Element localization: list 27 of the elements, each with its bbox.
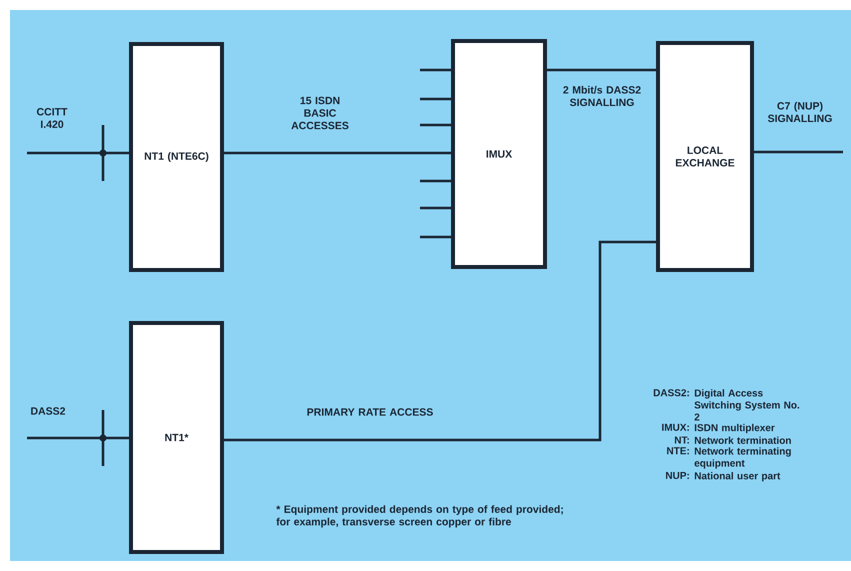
abbreviation: IMUX: — [662, 424, 689, 431]
process-box: NT1* — [129, 321, 224, 554]
edge-label: CCITT I.420 — [36, 108, 68, 128]
footnote: * Equipment provided depends on type of feed provided; for example, transverse screen copper or fibre — [276, 505, 563, 528]
abbreviation: NTE: — [667, 447, 689, 454]
edge-label: DASS2 — [31, 407, 66, 415]
line — [27, 152, 129, 154]
line — [754, 150, 843, 154]
process-box: NT1 (NTE6C) — [129, 42, 224, 272]
edge-label: PRIMARY RATE ACCESS — [307, 408, 433, 416]
process-box: LOCAL EXCHANGE — [656, 41, 754, 272]
line — [224, 240, 656, 442]
edge-label: 2 Mbit/s DASS2 SIGNALLING — [563, 86, 641, 106]
process-box: IMUX — [451, 39, 547, 269]
edge-label: C7 (NUP) SIGNALLING — [768, 102, 832, 122]
definition: Digital Access Switching System No. 2 — [694, 389, 800, 420]
definition: National user part — [694, 472, 780, 482]
abbreviation: DASS2: — [654, 389, 689, 396]
line — [27, 436, 129, 440]
abbreviation: NT: — [674, 436, 689, 444]
line — [547, 68, 656, 72]
definition: Network terminating equipment — [694, 447, 791, 469]
edge-label: 15 ISDN BASIC ACCESSES — [291, 96, 348, 130]
abbreviation: NUP: — [666, 472, 689, 480]
definition: ISDN multiplexer — [694, 424, 775, 434]
line — [224, 152, 451, 154]
definition: Network termination — [694, 436, 791, 444]
